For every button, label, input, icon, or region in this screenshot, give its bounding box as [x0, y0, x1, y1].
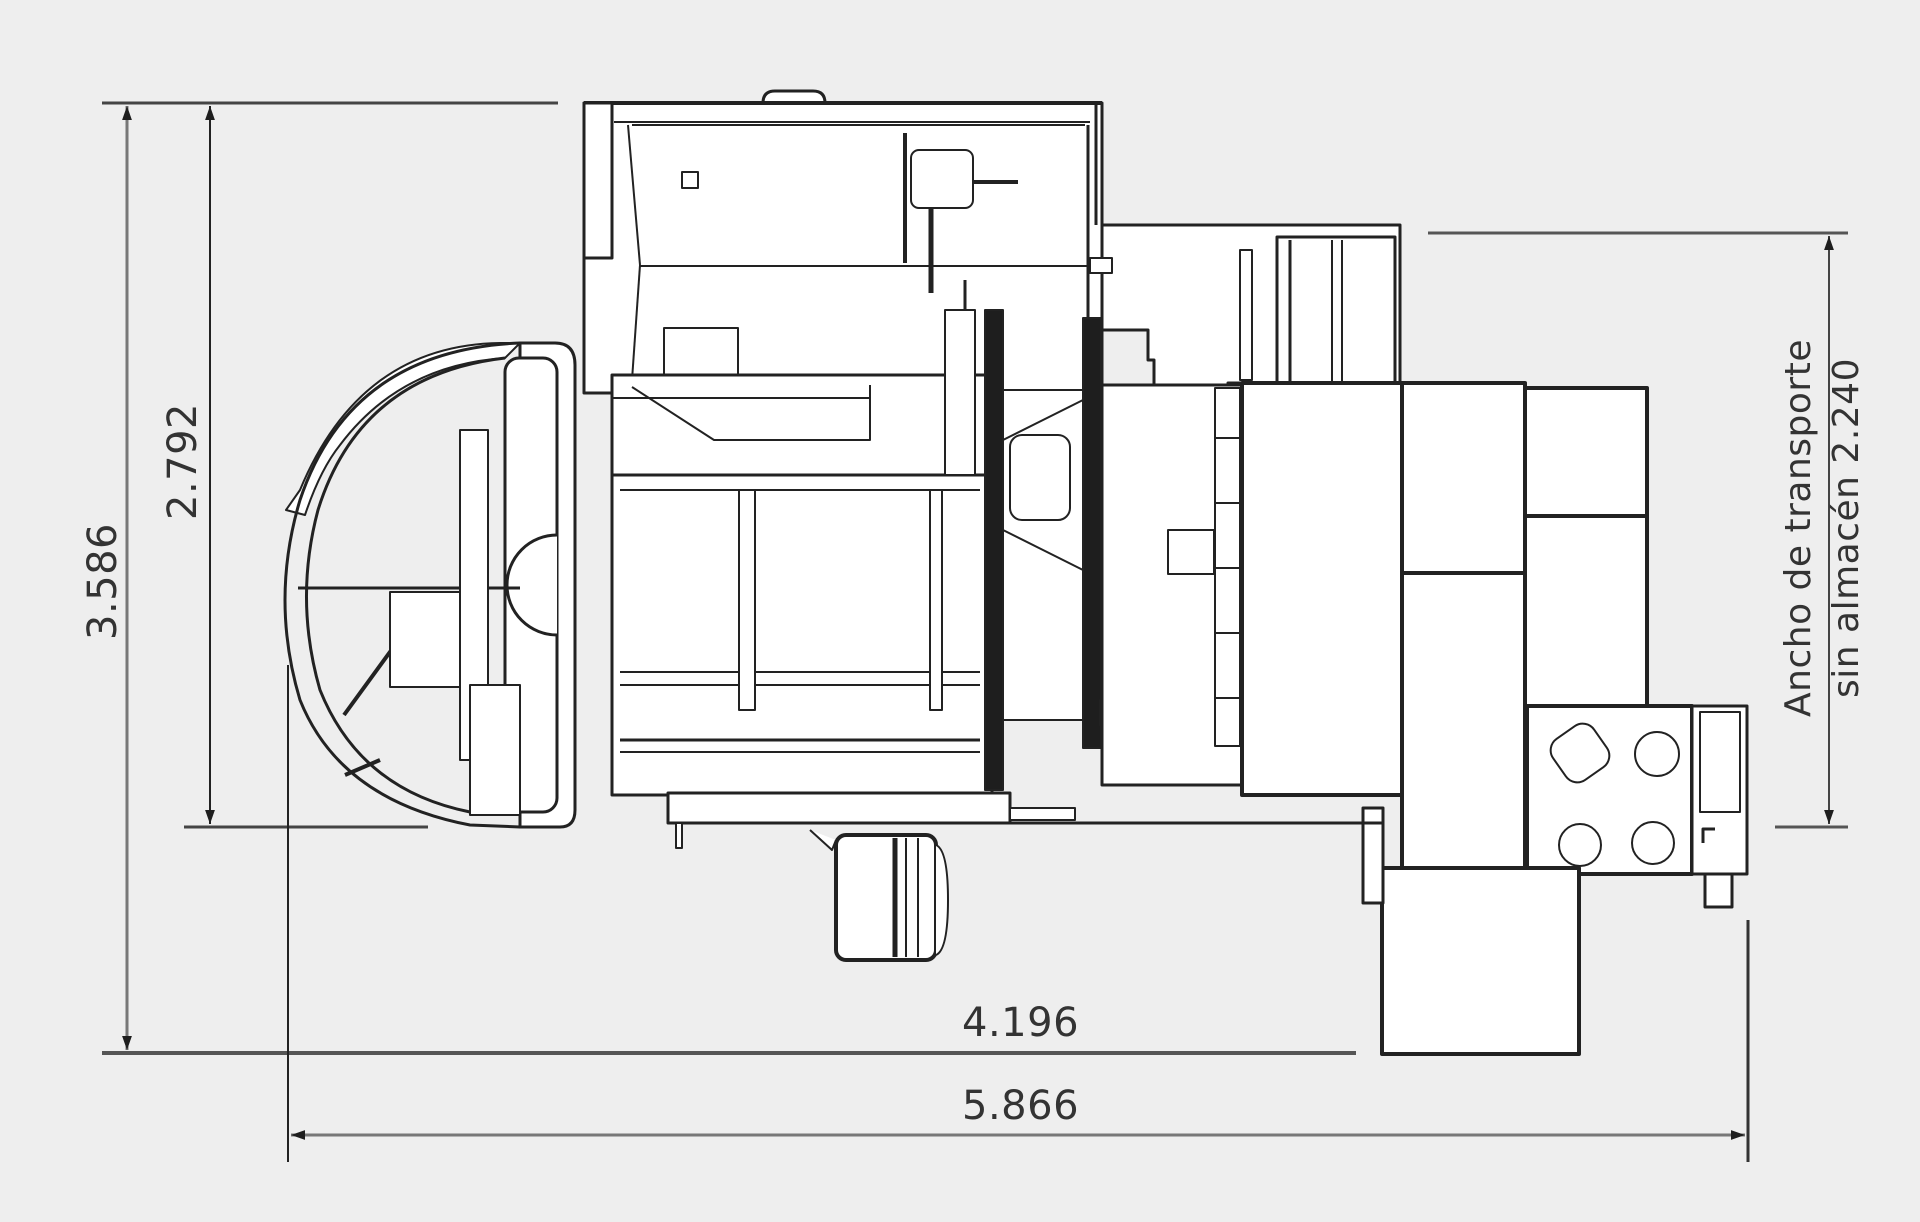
dim-3586-label: 3.586 [80, 522, 126, 640]
transport-width-line2: sin almacén 2.240 [1826, 358, 1867, 698]
center-block [1100, 383, 1244, 787]
rear-modules [1240, 381, 1649, 875]
upper-right-housing [1089, 223, 1402, 402]
dim-4196-label: 4.196 [962, 1000, 1080, 1046]
side-wheel [809, 829, 949, 962]
transport-width-line1: Ancho de transporte [1778, 339, 1819, 717]
operator-station [582, 89, 1104, 395]
tool-magazine [1525, 704, 1749, 909]
machine-outline [283, 89, 1749, 1056]
dim-5866-label: 5.866 [962, 1083, 1080, 1129]
dim-2792-label: 2.792 [160, 402, 206, 520]
dimension-lines [102, 101, 1848, 1162]
rounded-front-cab [283, 341, 577, 829]
rear-box [1361, 806, 1581, 1056]
tool-holder-icons [1549, 722, 1680, 867]
main-frame [610, 280, 994, 797]
dim-2240-label: Ancho de transporte sin almacén 2.240 [1775, 308, 1871, 748]
lower-rail [666, 791, 1382, 849]
